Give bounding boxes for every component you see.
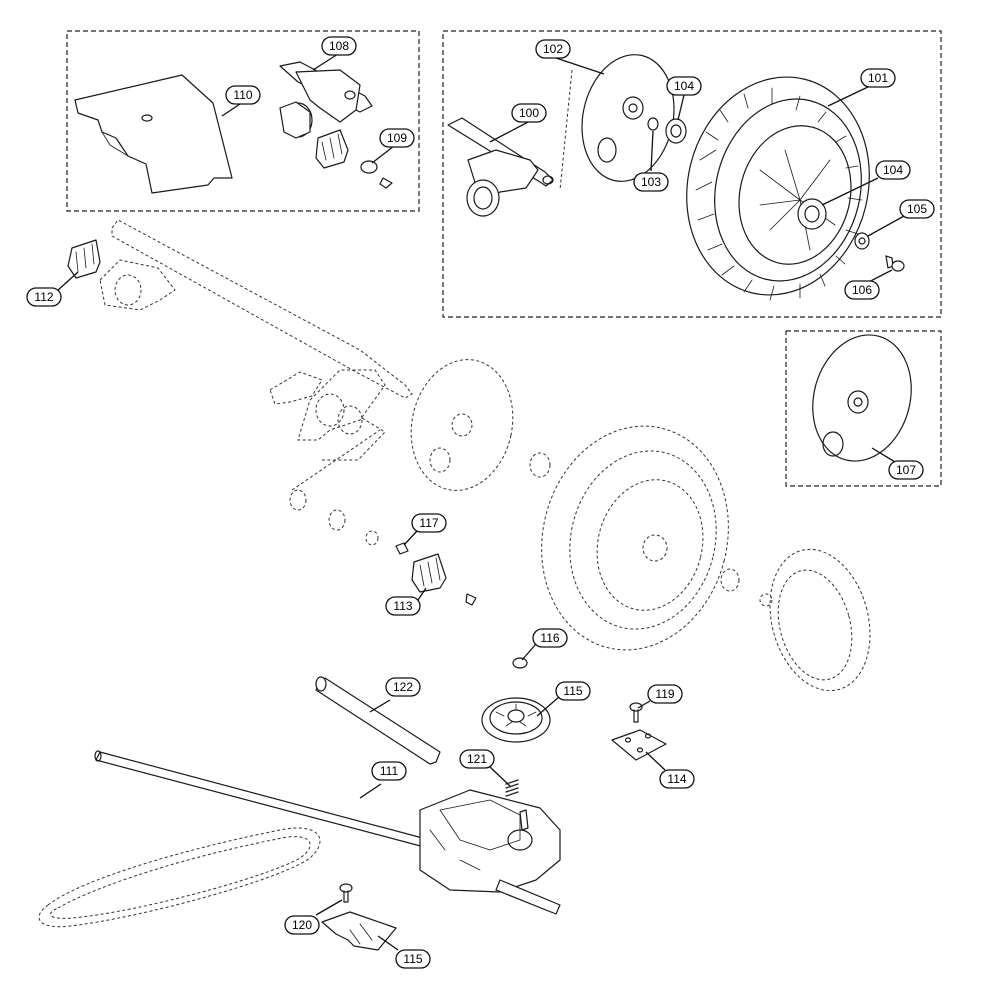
group-box-right-hubcap: [785, 330, 942, 487]
part-label-121: 121: [459, 749, 495, 769]
bearing-104: [665, 118, 687, 144]
svg-text:107: 107: [896, 463, 916, 477]
ghost-washer-right: [720, 568, 773, 607]
part-label-104-b: 104: [875, 160, 911, 180]
leader-lines: [56, 53, 905, 951]
group-box-top-left: [66, 30, 420, 212]
part-label-107: 107: [888, 460, 924, 480]
rod-122: [315, 676, 441, 765]
ghost-hubcap-right: [769, 548, 871, 692]
part-label-100: 100: [511, 103, 547, 123]
washer-105: [854, 232, 870, 250]
screw-120: [339, 883, 353, 903]
part-label-115: 115: [395, 949, 431, 969]
ghost-wheel: [541, 425, 729, 651]
svg-text:108: 108: [329, 39, 349, 53]
svg-text:122: 122: [393, 680, 413, 694]
spring-121: [505, 779, 519, 797]
part-label-104-a: 104: [666, 76, 702, 96]
part-label-120: 120: [284, 915, 320, 935]
part-label-122: 122: [385, 677, 421, 697]
pinion-gear-113: [411, 553, 447, 593]
svg-text:102: 102: [543, 42, 563, 56]
svg-text:115: 115: [403, 952, 422, 966]
cover-plate-110: [74, 74, 233, 194]
svg-text:119: 119: [655, 687, 674, 701]
part-label-110: 110: [225, 85, 261, 105]
pulley-116: [481, 697, 551, 743]
part-label-114: 114: [659, 769, 695, 789]
leader-dashed-102: [559, 69, 573, 191]
part-label-117: 116: [532, 628, 568, 648]
key-118: [395, 542, 409, 555]
svg-text:105: 105: [907, 202, 927, 216]
clip-117: [512, 657, 528, 669]
part-label-105: 105: [899, 199, 935, 219]
part-label-118: 117: [411, 513, 447, 533]
hubcap-102: [581, 54, 675, 182]
axle-arm-108: [279, 61, 373, 139]
svg-text:101: 101: [868, 71, 888, 85]
bolt-106: [885, 255, 905, 272]
svg-text:103: 103: [641, 175, 661, 189]
ghost-hubcap: [410, 359, 514, 491]
clip-113: [465, 593, 477, 606]
svg-text:104: 104: [674, 79, 694, 93]
part-label-106: 106: [844, 280, 880, 300]
svg-text:114: 114: [667, 772, 686, 786]
svg-text:113: 113: [393, 599, 412, 613]
svg-text:100: 100: [519, 106, 539, 120]
hubcap-107: [812, 334, 912, 462]
part-label-113: 113: [385, 596, 421, 616]
part-label-111: 111: [371, 761, 407, 781]
ghost-axle-assembly: [99, 219, 413, 461]
svg-text:121: 121: [467, 752, 487, 766]
svg-text:110: 110: [233, 88, 252, 102]
svg-text:104: 104: [883, 163, 903, 177]
axle-arm-100: [447, 117, 554, 217]
part-label-109: 109: [379, 128, 415, 148]
group-box-top-right: [442, 30, 942, 318]
svg-text:109: 109: [387, 131, 407, 145]
pinion-gear-108: [315, 129, 349, 169]
svg-text:111: 111: [380, 764, 399, 778]
svg-text:106: 106: [852, 283, 872, 297]
guard-115: [321, 911, 397, 951]
drive-belt: [38, 827, 321, 928]
svg-text:117: 117: [419, 516, 438, 530]
bracket-114: [611, 729, 667, 761]
part-label-119: 119: [647, 684, 683, 704]
part-label-112: 112: [26, 287, 62, 307]
part-label-108: 108: [321, 36, 357, 56]
svg-text:120: 120: [292, 918, 312, 932]
ghost-small-parts: [289, 429, 381, 546]
ghost-bearing: [529, 452, 551, 478]
washer-103: [647, 117, 659, 131]
part-label-103: 103: [633, 172, 669, 192]
svg-text:115: 115: [563, 684, 582, 698]
clip-109: [360, 160, 393, 189]
wheel-101: [686, 76, 870, 301]
gearbox: [419, 789, 561, 915]
screw-119: [629, 702, 643, 723]
svg-text:112: 112: [34, 290, 53, 304]
part-label-116: 115: [555, 681, 591, 701]
part-label-102: 102: [535, 39, 571, 59]
pinion-gear-112: [67, 239, 101, 279]
svg-text:116: 116: [540, 631, 559, 645]
part-label-101: 101: [860, 68, 896, 88]
